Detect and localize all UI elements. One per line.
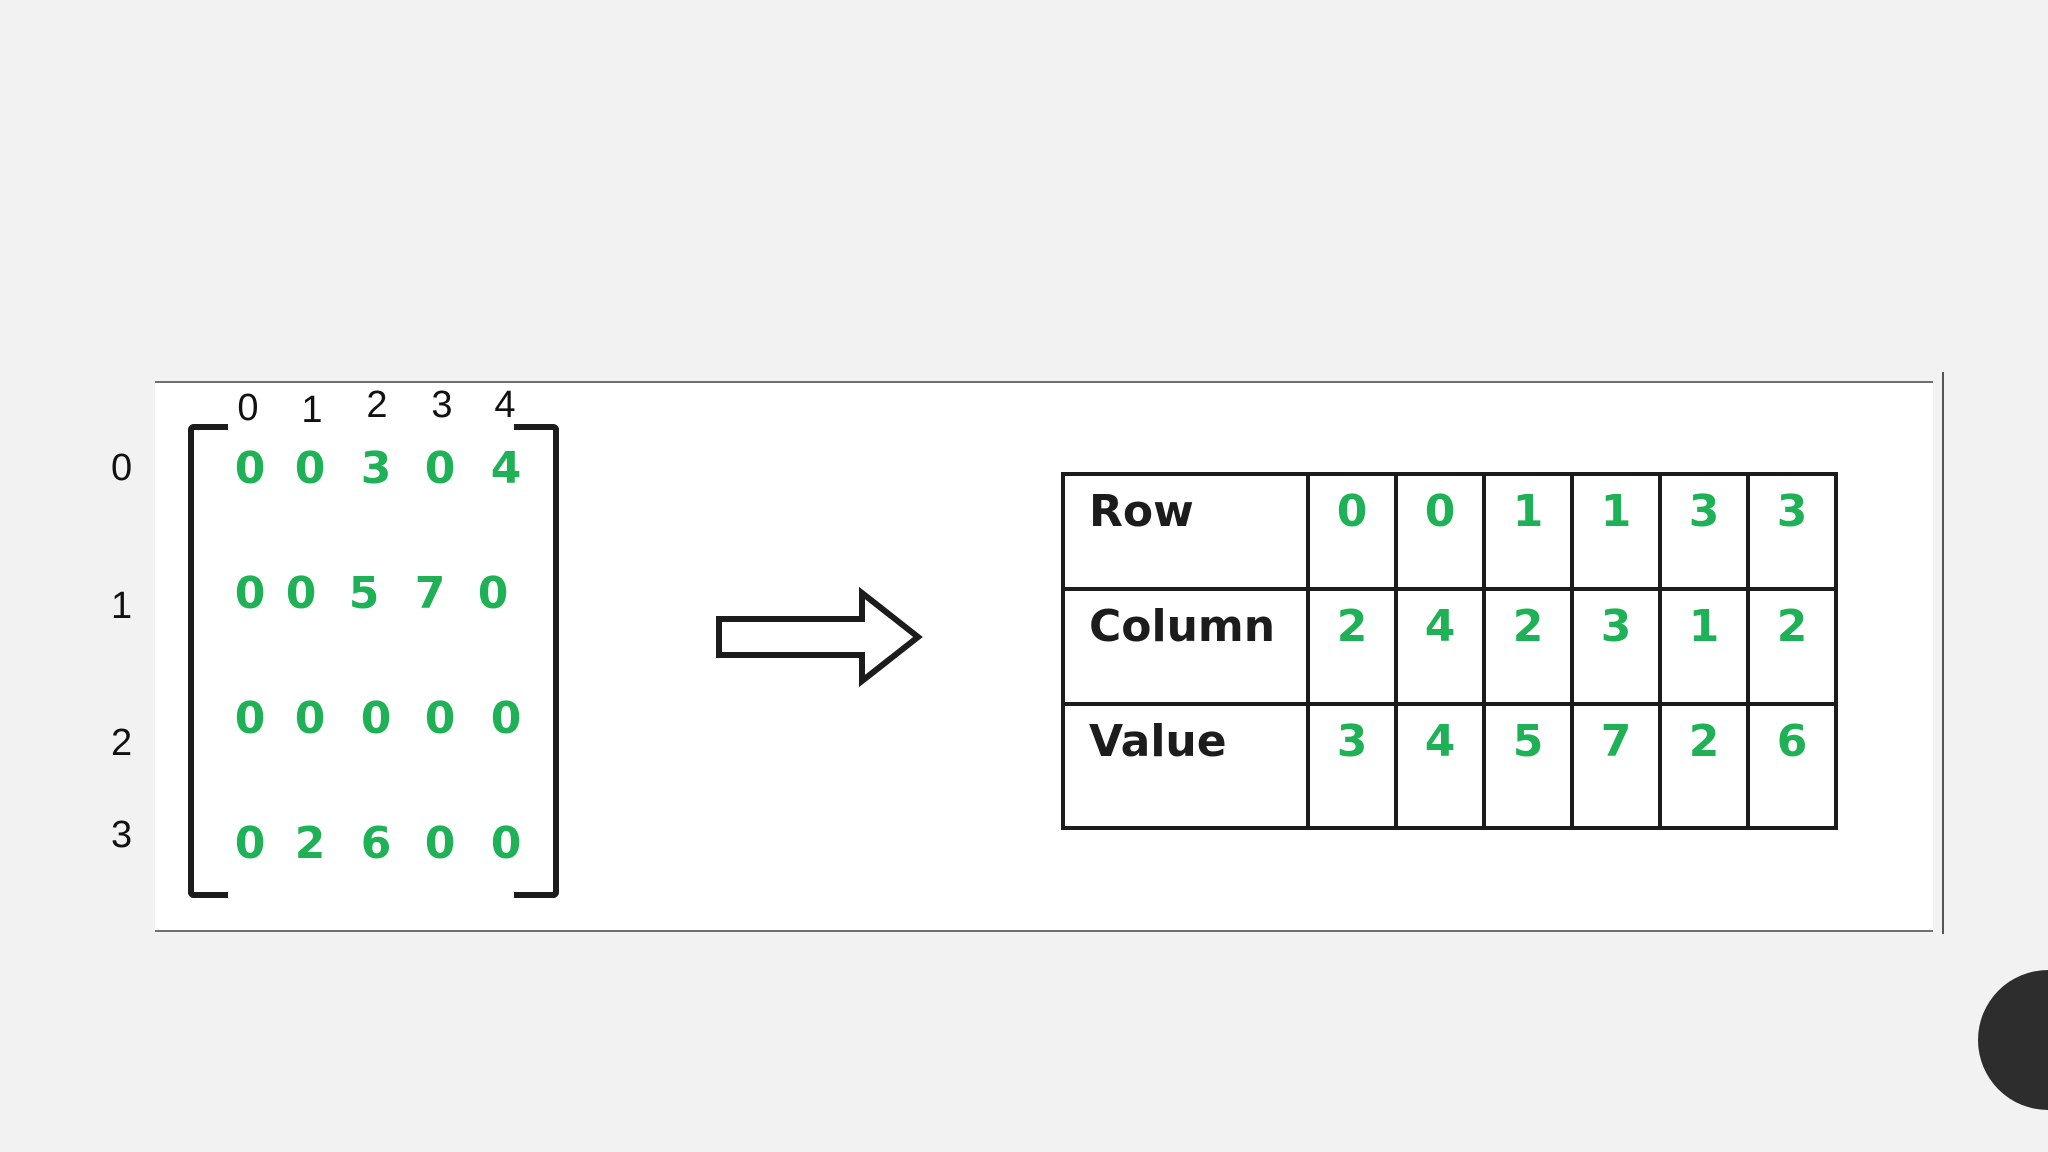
matrix-cell: 0 [294,693,326,744]
panel-divider [1942,372,1944,934]
matrix-column-index: 1 [301,389,323,431]
matrix-cell: 0 [285,568,317,619]
matrix-right-bracket [514,424,559,898]
sparse-matrix-table: Row 0 0 1 1 3 3 Column 2 4 2 3 1 2 Value… [1061,472,1838,830]
matrix-row-index: 2 [111,722,133,764]
table-cell: 2 [1306,587,1398,706]
table-cell: 7 [1570,702,1662,830]
matrix-column-index: 2 [366,384,388,426]
table-cell: 0 [1306,472,1398,591]
matrix-row-index: 0 [111,447,133,489]
row-header: Column [1061,587,1310,706]
table-cell: 6 [1746,702,1838,830]
table-cell: 1 [1570,472,1662,591]
table-cell: 3 [1658,472,1750,591]
matrix-row-index: 1 [111,585,133,627]
table-row: Value 3 4 5 7 2 6 [1061,702,1838,830]
matrix-left-bracket [188,424,228,898]
matrix-column-index: 4 [494,384,516,426]
table-cell: 4 [1394,587,1486,706]
matrix-cell: 0 [424,443,456,494]
table-cell: 2 [1482,587,1574,706]
table-cell: 1 [1482,472,1574,591]
row-header: Row [1061,472,1310,591]
row-header: Value [1061,702,1310,830]
matrix-cell: 0 [424,818,456,869]
table-row: Row 0 0 1 1 3 3 [1061,472,1838,591]
matrix-cell: 0 [360,693,392,744]
table-cell: 0 [1394,472,1486,591]
matrix-row-index: 3 [111,814,133,856]
matrix-cell: 0 [234,568,266,619]
matrix-cell: 2 [294,818,326,869]
matrix-cell: 7 [414,568,446,619]
table-cell: 3 [1306,702,1398,830]
table-cell: 5 [1482,702,1574,830]
table-row: Column 2 4 2 3 1 2 [1061,587,1838,706]
table-cell: 2 [1658,702,1750,830]
matrix-cell: 3 [360,443,392,494]
table-cell: 2 [1746,587,1838,706]
matrix-column-index: 0 [237,387,259,429]
matrix-cell: 0 [424,693,456,744]
matrix-cell: 0 [234,443,266,494]
matrix-cell: 0 [490,818,522,869]
table-cell: 3 [1746,472,1838,591]
right-arrow-icon [716,587,923,687]
matrix-column-index: 3 [431,384,453,426]
matrix-cell: 6 [360,818,392,869]
matrix-cell: 0 [234,693,266,744]
matrix-cell: 0 [477,568,509,619]
matrix-cell: 0 [294,443,326,494]
table-cell: 4 [1394,702,1486,830]
matrix-cell: 0 [234,818,266,869]
matrix-cell: 5 [348,568,380,619]
table-cell: 3 [1570,587,1662,706]
slide-decoration-circle [1978,970,2048,1110]
matrix-cell: 0 [490,693,522,744]
matrix-cell: 4 [490,443,522,494]
table-cell: 1 [1658,587,1750,706]
